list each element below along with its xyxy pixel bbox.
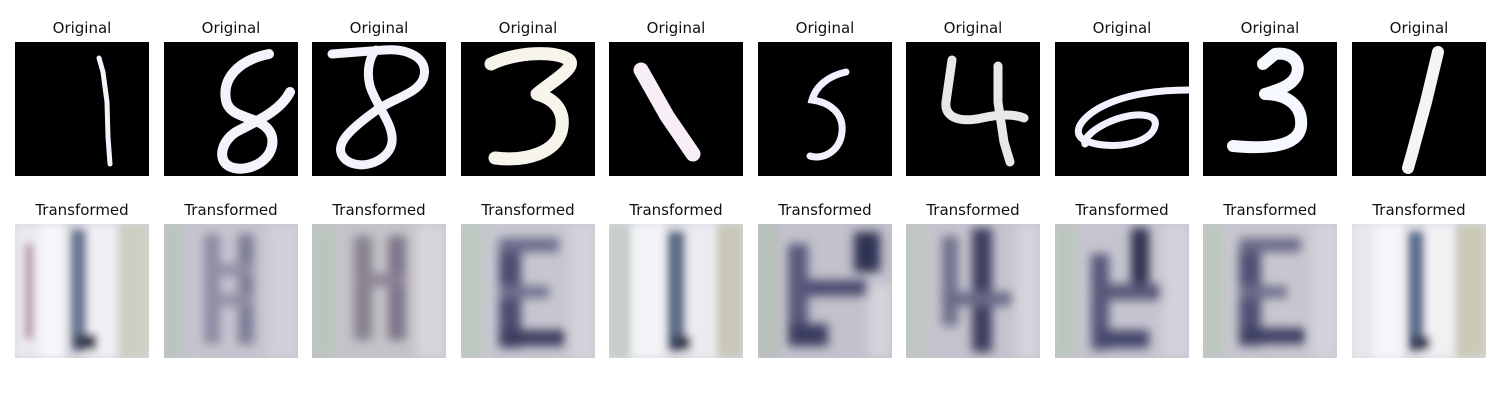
handwritten-8-icon (217, 49, 295, 174)
original-image-5 (609, 42, 743, 176)
transformed-title: Transformed (1075, 201, 1169, 219)
transformed-texture-icon (906, 224, 1040, 358)
transformed-image-10 (1352, 224, 1486, 358)
transformed-image-3 (312, 224, 446, 358)
original-title: Original (795, 19, 855, 37)
handwritten-1-icon (633, 62, 701, 162)
transformed-texture-icon (1203, 224, 1337, 358)
transformed-texture-icon (609, 224, 743, 358)
transformed-title: Transformed (481, 201, 575, 219)
handwritten-6-icon (1074, 86, 1189, 149)
original-title: Original (943, 19, 1003, 37)
original-image-3 (312, 42, 446, 176)
handwritten-1-icon (1402, 46, 1444, 174)
transformed-texture-icon (758, 224, 892, 358)
transformed-title: Transformed (926, 201, 1020, 219)
transformed-image-5 (609, 224, 743, 358)
transformed-title: Transformed (35, 201, 129, 219)
transformed-title: Transformed (184, 201, 278, 219)
transformed-texture-icon (312, 224, 446, 358)
transformed-texture-icon (15, 224, 149, 358)
original-title: Original (1389, 19, 1449, 37)
transformed-image-2 (164, 224, 298, 358)
original-title: Original (201, 19, 261, 37)
handwritten-1-icon (96, 55, 113, 167)
original-image-1 (15, 42, 149, 176)
original-title: Original (1092, 19, 1152, 37)
transformed-title: Transformed (1372, 201, 1466, 219)
transformed-texture-icon (1352, 224, 1486, 358)
transformed-image-6 (758, 224, 892, 358)
transformed-image-8 (1055, 224, 1189, 358)
transformed-title: Transformed (629, 201, 723, 219)
original-title: Original (1240, 19, 1300, 37)
original-image-6 (758, 42, 892, 176)
original-title: Original (52, 19, 112, 37)
transformed-texture-icon (461, 224, 595, 358)
original-image-8 (1055, 42, 1189, 176)
transformed-image-9 (1203, 224, 1337, 358)
transformed-title: Transformed (332, 201, 426, 219)
original-image-2 (164, 42, 298, 176)
original-image-4 (461, 42, 595, 176)
handwritten-3-icon (1227, 47, 1308, 154)
transformed-image-1 (15, 224, 149, 358)
handwritten-8-icon (327, 45, 429, 170)
transformed-texture-icon (1055, 224, 1189, 358)
original-title: Original (646, 19, 706, 37)
original-image-9 (1203, 42, 1337, 176)
transformed-image-4 (461, 224, 595, 358)
original-title: Original (498, 19, 558, 37)
original-image-7 (906, 42, 1040, 176)
transformed-image-7 (906, 224, 1040, 358)
original-image-10 (1352, 42, 1486, 176)
handwritten-4-icon (941, 55, 1029, 167)
handwritten-3-icon (484, 47, 577, 166)
transformed-texture-icon (164, 224, 298, 358)
handwritten-5-icon (806, 68, 850, 161)
transformed-title: Transformed (1223, 201, 1317, 219)
original-title: Original (349, 19, 409, 37)
transformed-title: Transformed (778, 201, 872, 219)
